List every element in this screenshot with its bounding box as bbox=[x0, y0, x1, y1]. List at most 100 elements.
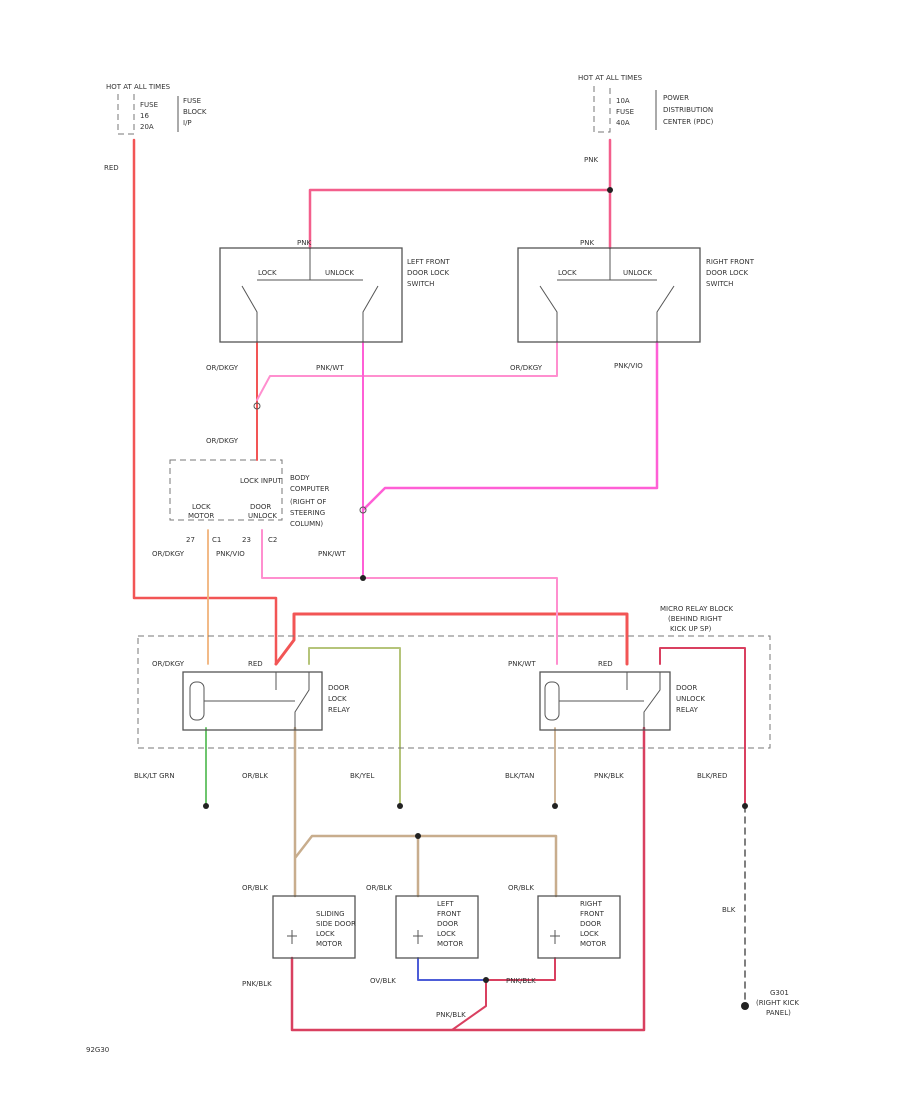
label-pnk-blk-bot: PNK/BLK bbox=[436, 1011, 466, 1019]
computer-pin-c2: C2 bbox=[268, 536, 277, 544]
left-switch-desc-1: DOOR LOCK bbox=[407, 269, 450, 277]
right-switch-bus bbox=[557, 248, 657, 281]
motor-right-desc-3: LOCK bbox=[580, 930, 599, 938]
left-front-door-lock-switch: PNK LOCK UNLOCK LEFT FRONT DOOR LOCK SWI… bbox=[219, 239, 450, 343]
left-switch-pin: PNK bbox=[297, 239, 311, 247]
terminal-blk-lt-grn bbox=[203, 803, 209, 809]
fuse-block-source: HOT AT ALL TIMES FUSE 16 20A FUSE BLOCK … bbox=[106, 83, 207, 135]
ground-desc-0: G301 bbox=[770, 989, 789, 997]
lock-relay-contacts bbox=[204, 672, 310, 730]
lock-relay-box bbox=[182, 671, 323, 731]
lock-relay-desc-0: DOOR bbox=[328, 684, 349, 692]
computer-pin-23: 23 bbox=[242, 536, 251, 544]
motor-right-desc-2: DOOR bbox=[580, 920, 601, 928]
motor-right-desc-4: MOTOR bbox=[580, 940, 606, 948]
computer-desc-2: (RIGHT OF bbox=[290, 498, 326, 506]
junction-or-blk bbox=[415, 833, 421, 839]
wire-or-blk-lock-relay-to-motors bbox=[293, 726, 558, 898]
ground-desc-1: (RIGHT KICK bbox=[756, 999, 799, 1007]
lock-relay-desc-2: RELAY bbox=[328, 706, 351, 714]
label-bk-yel: BK/YEL bbox=[350, 772, 374, 780]
computer-desc-4: COLUMN) bbox=[290, 520, 323, 528]
label-red-relay1: RED bbox=[248, 660, 263, 668]
terminal-blk-red bbox=[742, 803, 748, 809]
figure-code: 92G30 bbox=[86, 1046, 109, 1054]
label-blk-red: BLK/RED bbox=[697, 772, 727, 780]
source-right-desc-2: CENTER (PDC) bbox=[663, 118, 714, 126]
label-red-left: RED bbox=[104, 164, 119, 172]
connector-left-switch-mid bbox=[253, 402, 261, 410]
relay-block-desc-2: KICK UP SP) bbox=[670, 625, 712, 633]
label-or-dkgy-relay: OR/DKGY bbox=[152, 660, 185, 668]
computer-desc-0: BODY bbox=[290, 474, 310, 482]
source-right-desc-0: POWER bbox=[663, 94, 689, 102]
wire-pnk-pdc-to-switches bbox=[308, 138, 612, 250]
label-pnk-wt-relay2: PNK/WT bbox=[508, 660, 536, 668]
unlock-relay-coil bbox=[544, 681, 560, 721]
motor-left-desc-4: MOTOR bbox=[437, 940, 463, 948]
ground-symbol bbox=[741, 1002, 749, 1010]
ground-point: G301 (RIGHT KICK PANEL) bbox=[756, 989, 799, 1017]
wire-ov-blk bbox=[417, 957, 487, 981]
wire-red-relay-bus bbox=[274, 612, 629, 666]
label-pnk-blk-m1: PNK/BLK bbox=[242, 980, 272, 988]
connector-pnk-vio bbox=[359, 506, 367, 514]
source-right-line-2: 40A bbox=[616, 119, 630, 127]
motor-sliding-desc-2: LOCK bbox=[316, 930, 335, 938]
label-pnk-top: PNK bbox=[584, 156, 598, 164]
label-blk-tan: BLK/TAN bbox=[505, 772, 534, 780]
wire-or-dkgy-right-switch bbox=[256, 341, 558, 401]
label-or-blk-m1: OR/BLK bbox=[242, 884, 268, 892]
label-pnk-wt-left-sw: PNK/WT bbox=[316, 364, 344, 372]
left-switch-box bbox=[219, 247, 403, 343]
right-switch-desc-2: SWITCH bbox=[706, 280, 733, 288]
source-right-desc-1: DISTRIBUTION bbox=[663, 106, 713, 114]
motor-left-desc-2: DOOR bbox=[437, 920, 458, 928]
right-switch-desc-0: RIGHT FRONT bbox=[706, 258, 755, 266]
source-left-desc-1: BLOCK bbox=[183, 108, 207, 116]
motor-right-desc-1: FRONT bbox=[580, 910, 605, 918]
label-ov-blk: OV/BLK bbox=[370, 977, 396, 985]
source-right-line-0: 10A bbox=[616, 97, 630, 105]
junction-pnk-blk bbox=[483, 977, 489, 983]
junction-pnk-top bbox=[607, 187, 613, 193]
source-right-title: HOT AT ALL TIMES bbox=[578, 74, 643, 82]
sliding-door-motor-box bbox=[272, 895, 356, 959]
left-front-motor-box bbox=[395, 895, 479, 959]
computer-desc-3: STEERING bbox=[290, 509, 325, 517]
unlock-relay-box bbox=[539, 671, 671, 731]
wire-pnk-blk-motor-link bbox=[451, 957, 556, 1031]
right-front-motor-box bbox=[537, 895, 621, 959]
terminal-bk-yel bbox=[397, 803, 403, 809]
computer-lock-input: LOCK INPUT bbox=[240, 477, 283, 485]
motor-sliding-desc-0: SLIDING bbox=[316, 910, 345, 918]
computer-pin-c1: C1 bbox=[212, 536, 221, 544]
computer-desc-1: COMPUTER bbox=[290, 485, 329, 493]
terminal-blk-tan bbox=[552, 803, 558, 809]
ground-desc-2: PANEL) bbox=[766, 1009, 791, 1017]
label-or-blk: OR/BLK bbox=[242, 772, 268, 780]
source-left-line-0: FUSE bbox=[140, 101, 158, 109]
source-left-line-2: 20A bbox=[140, 123, 154, 131]
motor-left-desc-3: LOCK bbox=[437, 930, 456, 938]
label-blk-lt-grn: BLK/LT GRN bbox=[134, 772, 175, 780]
motor-sliding-desc-3: MOTOR bbox=[316, 940, 342, 948]
micro-relay-block: MICRO RELAY BLOCK (BEHIND RIGHT KICK UP … bbox=[137, 605, 771, 749]
computer-pin-door-0: DOOR bbox=[250, 503, 271, 511]
wire-pnk-vio-right-switch bbox=[361, 340, 659, 512]
computer-pin-lock-0: LOCK bbox=[192, 503, 211, 511]
right-switch-pin: PNK bbox=[580, 239, 594, 247]
left-switch-contacts bbox=[241, 285, 379, 342]
fuse-left-outline bbox=[117, 94, 135, 135]
label-or-dkgy-comp: OR/DKGY bbox=[152, 550, 185, 558]
right-switch-lock-label: LOCK bbox=[558, 269, 577, 277]
wire-labels: RED PNK OR/DKGY PNK/WT OR/DKGY PNK/VIO O… bbox=[104, 156, 736, 1019]
wire-red-fuse-to-lock-relay bbox=[132, 138, 278, 666]
wires bbox=[132, 138, 746, 1032]
left-switch-lock-label: LOCK bbox=[258, 269, 277, 277]
label-red-relay2: RED bbox=[598, 660, 613, 668]
label-pnk-vio-right-sw: PNK/VIO bbox=[614, 362, 643, 370]
right-switch-unlock-label: UNLOCK bbox=[623, 269, 652, 277]
unlock-relay-desc-1: UNLOCK bbox=[676, 695, 705, 703]
